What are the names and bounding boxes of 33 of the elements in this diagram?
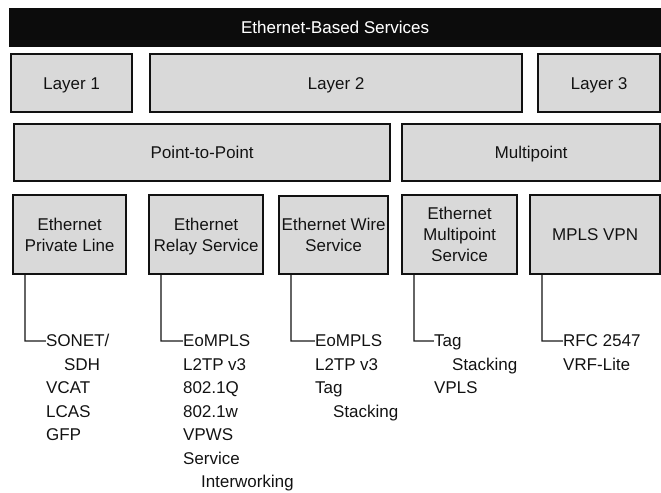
list-item: LCAS	[46, 400, 90, 422]
leader-line	[541, 275, 563, 342]
category-box: Layer 3	[537, 53, 661, 113]
category-box: Ethernet Multipoint Service	[401, 194, 518, 275]
header-bar: Ethernet-Based Services	[9, 8, 661, 47]
list-item: VCAT	[46, 377, 90, 399]
list-item: L2TP v3	[183, 354, 246, 376]
list-item: VPLS	[434, 377, 478, 399]
category-box: Point-to-Point	[13, 123, 391, 182]
list-item: Tag Stacking	[434, 330, 518, 376]
category-box: Layer 2	[149, 53, 523, 113]
category-box: Ethernet Wire Service	[278, 195, 389, 275]
list-item: EoMPLS	[315, 330, 382, 352]
leader-line	[160, 275, 183, 342]
list-item: VPWS	[183, 424, 234, 446]
list-item: Tag Stacking	[315, 377, 398, 422]
category-box: Ethernet Private Line	[12, 194, 127, 275]
list-item: Service Interworking	[183, 448, 294, 493]
category-box: Layer 1	[10, 53, 133, 113]
list-item: 802.1Q	[183, 377, 239, 399]
list-item: RFC 2547	[563, 330, 640, 352]
category-box: Multipoint	[401, 123, 661, 182]
category-box: Ethernet Relay Service	[148, 194, 264, 275]
list-item: L2TP v3	[315, 354, 378, 376]
list-item: 802.1w	[183, 400, 238, 422]
category-box: MPLS VPN	[529, 194, 661, 275]
list-item: SONET/ SDH	[46, 330, 110, 376]
leader-line	[290, 275, 315, 342]
leader-line	[413, 275, 434, 342]
list-item: EoMPLS	[183, 330, 250, 352]
list-item: GFP	[46, 424, 81, 446]
leader-line	[24, 275, 46, 342]
list-item: VRF-Lite	[563, 354, 630, 376]
